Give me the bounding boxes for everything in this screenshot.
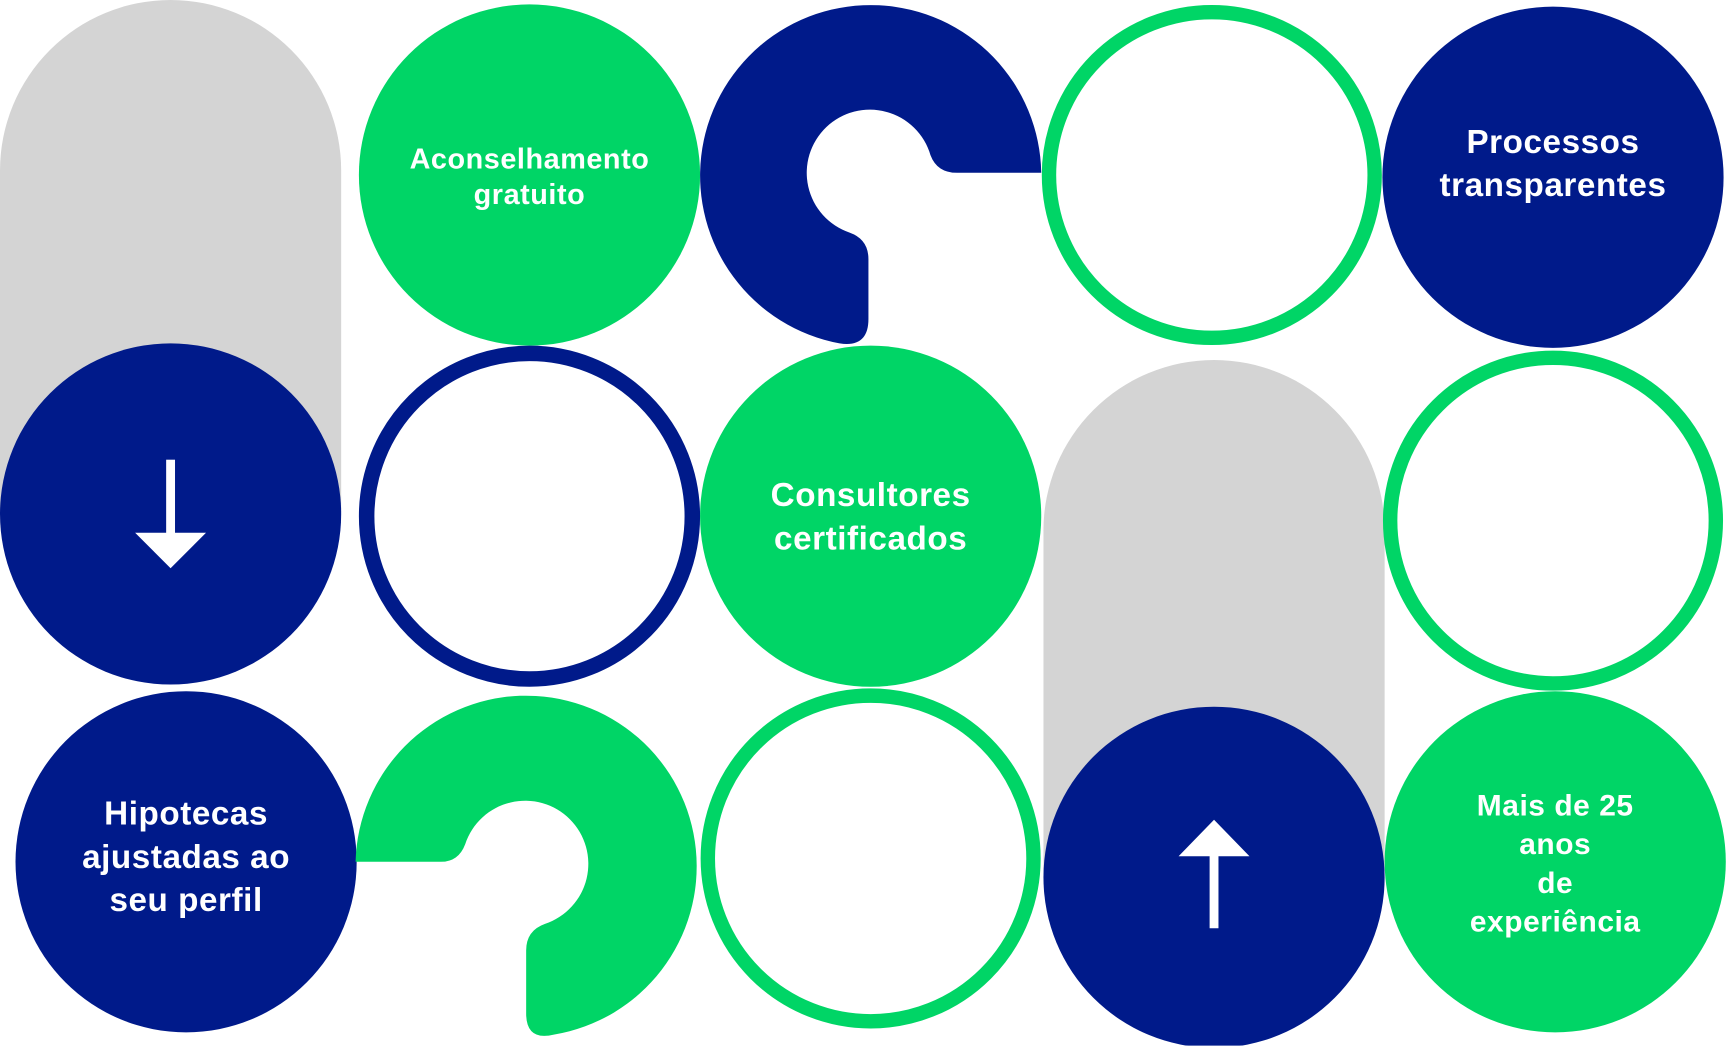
consultants-line-1: Consultores [770, 477, 971, 514]
advice-line-1: Aconselhamento [409, 141, 650, 176]
experience-line-2: de experiência [1469, 866, 1641, 939]
experience-line-1: Mais de 25 anos [1476, 788, 1634, 861]
mortgages-line-2: ajustadas ao [82, 839, 291, 876]
green-circle-consultants [700, 345, 1042, 687]
green-ring-top [1041, 4, 1382, 346]
transparent-label: Processos transparentes [1439, 121, 1666, 207]
navy-ring [358, 345, 701, 687]
advice-label: Aconselhamento gratuito [410, 141, 650, 212]
consultants-label: Consultores certificados [771, 474, 971, 560]
arrow-up-icon [1178, 819, 1250, 929]
green-circle-advice [358, 4, 701, 346]
green-ring-right [1382, 350, 1724, 691]
navy-circle-transparent [1382, 6, 1724, 348]
experience-label: Mais de 25 anos de experiência [1469, 786, 1642, 941]
arrow-down-icon [135, 459, 207, 569]
green-circle-experience [1384, 691, 1726, 1033]
consultants-line-2: certificados [774, 520, 968, 558]
navy-hook-shape [700, 5, 1042, 344]
green-ring-bottom [700, 688, 1041, 1029]
green-hook-shape [355, 695, 697, 1036]
mortgages-line-1: Hipotecas [104, 795, 268, 833]
navy-circle-mortgages [15, 691, 357, 1033]
advice-line-2: gratuito [473, 177, 586, 211]
mortgages-line-3: seu perfil [109, 882, 263, 919]
transparent-line-1: Processos [1466, 124, 1640, 161]
mortgages-label: Hipotecas ajustadas ao seu perfil [82, 793, 290, 923]
transparent-line-2: transparentes [1439, 167, 1667, 204]
